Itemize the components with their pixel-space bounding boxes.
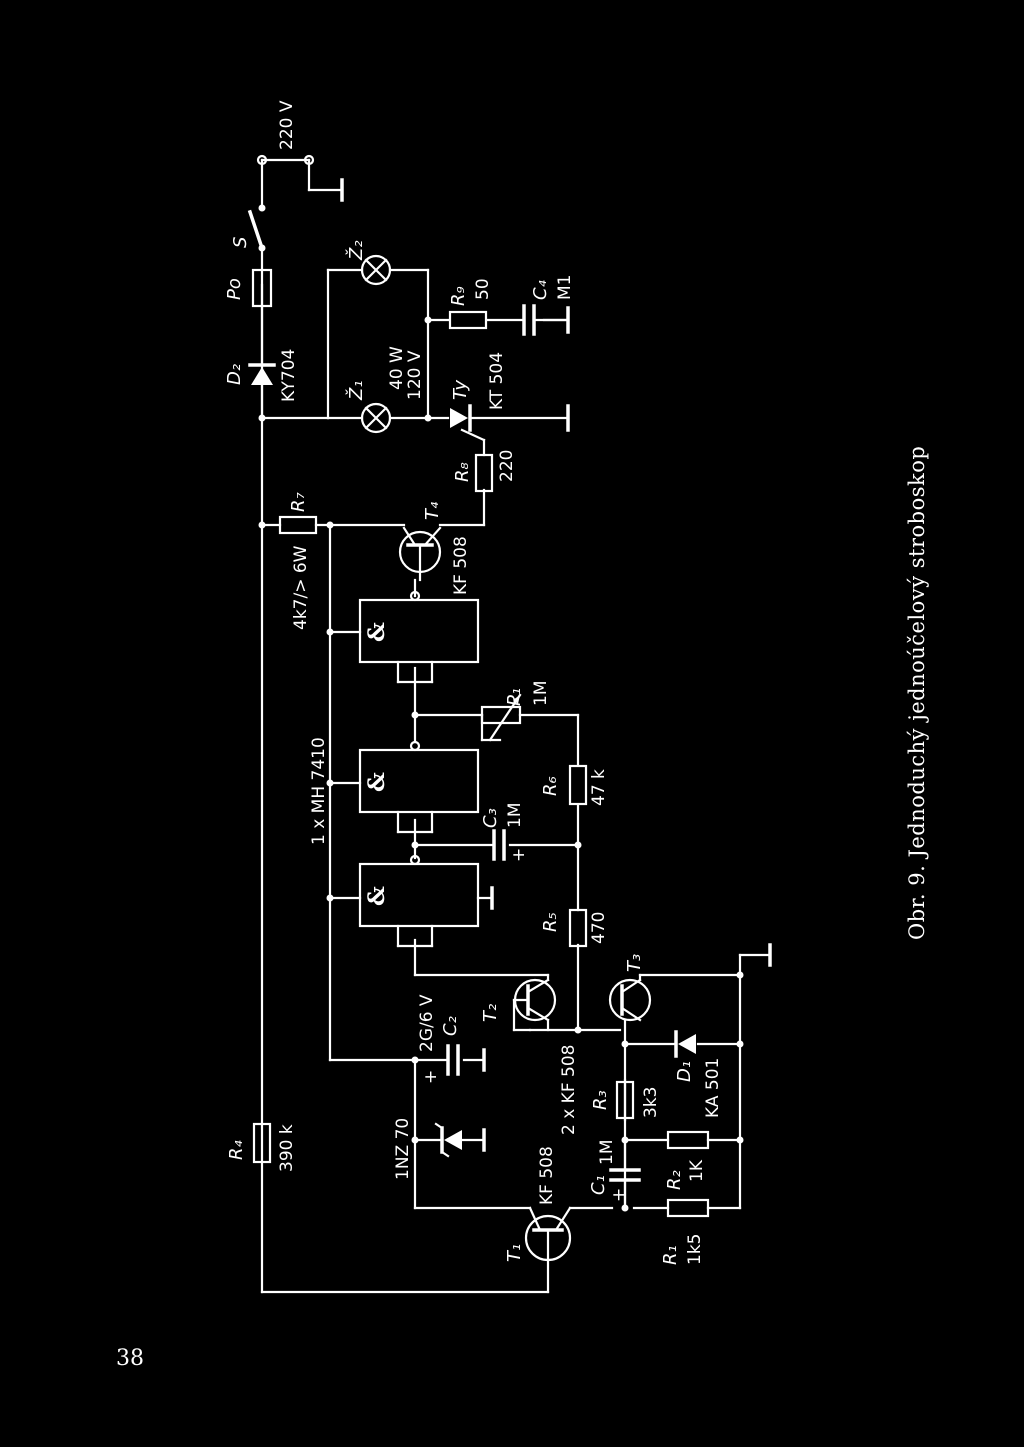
R5-value: 470 <box>589 912 609 944</box>
T1-type: KF 508 <box>537 1146 557 1205</box>
ground-symbols <box>340 178 772 1152</box>
zener-diode: 1NZ 70 <box>393 1118 462 1180</box>
T3-label: T₃ <box>624 954 645 972</box>
P1-label: P₁ <box>504 688 525 706</box>
P1-value: 1M <box>531 681 551 706</box>
Z1-label: Ž₁ <box>345 380 367 401</box>
wires <box>260 158 772 1294</box>
transistor-T4: T₄ KF 508 <box>398 501 471 602</box>
C1-value: 1M <box>597 1140 617 1165</box>
fuse-label: Po <box>224 278 245 300</box>
R7-value: 4k7/> 6W <box>291 545 311 630</box>
T4-label: T₄ <box>422 501 443 520</box>
gate-2-symbol: & <box>364 772 390 792</box>
R4-label: R₄ <box>226 1139 247 1160</box>
R1-label: R₁ <box>660 1245 681 1265</box>
D1-type: KA 501 <box>703 1058 723 1118</box>
capacitor-C2: C₂ 2G/6 V + <box>411 994 461 1084</box>
D2-label: D₂ <box>224 364 245 385</box>
capacitor-C4: C₄ M1 <box>522 275 575 336</box>
Z2-label: Ž₂ <box>345 240 367 261</box>
resistor-R2: R₂ 1K <box>664 1130 744 1190</box>
nand-gate-1: & <box>358 598 480 684</box>
resistor-R9: R₉ 50 <box>424 278 493 330</box>
fuse-Po: Po <box>224 268 273 308</box>
resistor-R4: R₄ 390 k <box>226 1122 297 1172</box>
switch-S: S <box>230 204 266 252</box>
T4-type: KF 508 <box>451 536 471 595</box>
C3-plus: + <box>509 848 529 862</box>
Ty-type: KT 504 <box>487 352 507 410</box>
C1-label: C₁ <box>588 1175 609 1195</box>
R5-label: R₅ <box>540 912 561 932</box>
T2-label: T₂ <box>480 1004 501 1022</box>
capacitor-C3: C₃ 1M + <box>480 803 582 862</box>
page-number: 38 <box>116 1346 144 1371</box>
transistor-T2: T₂ <box>480 973 557 1032</box>
resistor-R3: R₃ 3k3 <box>590 1040 661 1120</box>
resistor-R8: R₈ 220 <box>452 450 517 493</box>
Z1-spec-power: 40 W <box>387 346 407 390</box>
thyristor-Ty: Ty KT 504 <box>424 352 507 432</box>
T2-T3-type: 2 x KF 508 <box>559 1045 579 1135</box>
zener-type: 1NZ 70 <box>393 1118 413 1180</box>
transistor-T3: T₃ <box>608 954 652 1022</box>
diode-D1: D₁ KA 501 <box>674 1030 744 1118</box>
resistor-R1: R₁ 1k5 <box>660 1198 710 1265</box>
C2-value: 2G/6 V <box>417 994 437 1052</box>
lamp-Z1: Ž₁ 40 W 120 V <box>345 346 425 434</box>
R9-label: R₉ <box>448 286 469 306</box>
figure-caption: Obr. 9. Jednoduchý jednoúčelový strobosk… <box>905 445 929 940</box>
R4-value: 390 k <box>277 1124 297 1172</box>
Z1-spec-voltage: 120 V <box>405 350 425 400</box>
resistor-R5: R₅ 470 <box>540 908 609 948</box>
gate-3-symbol: & <box>364 886 390 906</box>
C2-plus: + <box>421 1070 441 1084</box>
C3-value: 1M <box>505 803 525 828</box>
R6-value: 47 k <box>589 769 609 806</box>
supply-terminals: 220 V <box>256 100 315 166</box>
supply-label: 220 V <box>277 100 297 150</box>
transistor-T1: T₁ KF 508 <box>504 1146 572 1262</box>
D2-type: KY704 <box>279 349 299 402</box>
D1-label: D₁ <box>674 1061 695 1082</box>
R7-label: R₇ <box>288 491 309 512</box>
R8-label: R₈ <box>452 462 473 482</box>
gate-1-symbol: & <box>364 622 390 642</box>
C1-plus: + <box>609 1188 629 1202</box>
R3-value: 3k3 <box>641 1087 661 1118</box>
R3-label: R₃ <box>590 1090 611 1110</box>
lamp-Z2: Ž₂ <box>345 240 392 286</box>
C2-label: C₂ <box>440 1016 461 1036</box>
junction-dots <box>258 414 744 1034</box>
resistor-R7: R₇ 4k7/> 6W <box>258 491 334 630</box>
T1-label: T₁ <box>504 1244 525 1262</box>
C4-value: M1 <box>555 275 575 300</box>
capacitor-C1: C₁ 1M + <box>588 1136 641 1212</box>
R9-value: 50 <box>473 278 493 300</box>
nand-gate-3: & <box>358 841 480 948</box>
R8-value: 220 <box>497 450 517 482</box>
C4-label: C₄ <box>530 279 551 300</box>
diode-D2: D₂ KY704 <box>224 304 299 420</box>
R2-label: R₂ <box>664 1170 685 1190</box>
switch-label: S <box>230 237 251 248</box>
resistor-R6: R₆ 47 k <box>540 764 609 806</box>
C3-label: C₃ <box>480 808 501 828</box>
ic-label: 1 x MH 7410 <box>309 737 329 845</box>
Ty-label: Ty <box>450 380 471 400</box>
R1-value: 1k5 <box>685 1234 705 1265</box>
R2-value: 1K <box>687 1159 707 1182</box>
potentiometer-P1: P₁ 1M <box>480 681 551 742</box>
R6-label: R₆ <box>540 776 561 796</box>
nand-gate-2: & <box>358 711 480 834</box>
